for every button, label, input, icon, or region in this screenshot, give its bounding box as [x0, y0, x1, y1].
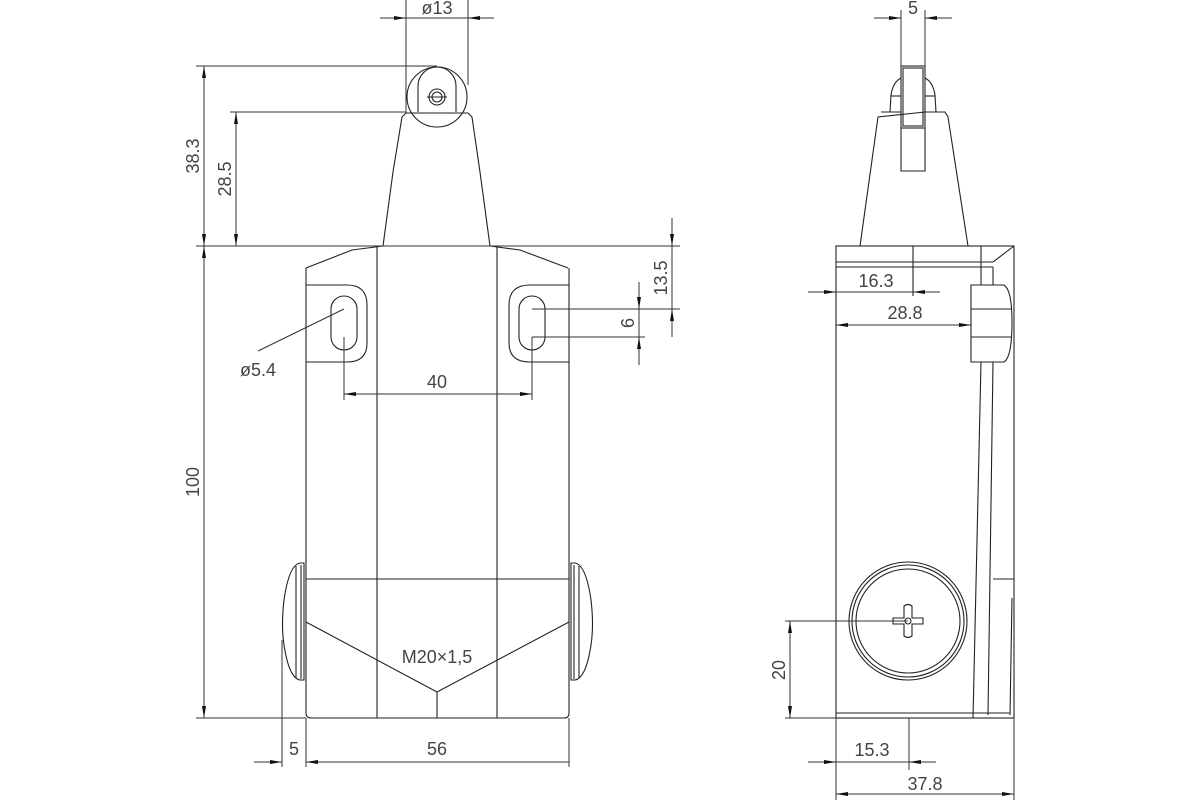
roller-side: [889, 65, 937, 172]
plunger-housing: [382, 112, 491, 247]
switch-body-side: [835, 245, 1015, 719]
thread-label: M20×1,5: [402, 647, 473, 667]
dim-slot-length: 6: [618, 318, 638, 328]
dim-body-width: 56: [427, 739, 447, 759]
dim-entry-height: 20: [769, 660, 789, 680]
dim-roller-diameter: ø13: [421, 0, 452, 18]
dim-body-height: 100: [183, 467, 203, 497]
dim-body-depth: 37.8: [907, 774, 942, 794]
dim-hole-spacing: 40: [427, 372, 447, 392]
dim-to-stud: 28.8: [887, 303, 922, 323]
front-view: ø13 38.3 28.5 100 ø5.4 40 13.5: [183, 0, 680, 767]
side-view: 5 16.3 28.8 20 15.3 37.8: [769, 0, 1015, 800]
dim-slot-diameter: ø5.4: [240, 360, 276, 380]
dim-entry-offset: 15.3: [854, 740, 889, 760]
dim-axis-offset: 16.3: [858, 271, 893, 291]
dim-gland-offset: 5: [289, 739, 299, 759]
roller: [406, 66, 468, 128]
dim-overall-top-height: 38.3: [183, 138, 203, 173]
dim-slot-offset: 13.5: [651, 260, 671, 295]
dim-roller-width: 5: [908, 0, 918, 18]
switch-body: [281, 245, 594, 719]
plunger-housing-side: [859, 111, 969, 247]
dim-plunger-height: 28.5: [215, 161, 235, 196]
